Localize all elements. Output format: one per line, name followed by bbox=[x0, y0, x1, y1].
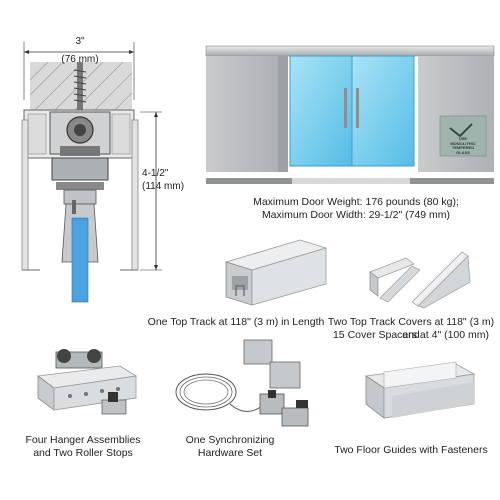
sync-caption-line2: Hardware Set bbox=[197, 447, 263, 459]
logo-line: GLASS bbox=[456, 149, 470, 155]
hanger-caption-line2: and Two Roller Stops bbox=[33, 447, 133, 459]
width-dimension-metric: (76 mm) bbox=[61, 54, 99, 65]
top-track-caption: One Top Track at 118" (3 m) in Length bbox=[147, 316, 325, 328]
logo-line: USE bbox=[458, 136, 468, 141]
width-dimension-label: 3" bbox=[75, 36, 85, 47]
height-dimension-label: 4-1/2" bbox=[142, 168, 169, 179]
height-dimension-metric: (114 mm) bbox=[142, 181, 185, 192]
door-width-text: Maximum Door Width: 29-1/2" (749 mm) bbox=[261, 209, 451, 221]
door-weight-text: Maximum Door Weight: 176 pounds (80 kg); bbox=[253, 196, 459, 208]
hanger-caption-line1: Four Hanger Assemblies bbox=[25, 434, 141, 446]
floor-guides-caption: Two Floor Guides with Fasteners bbox=[334, 444, 488, 456]
sync-caption-line1: One Synchronizing bbox=[185, 434, 275, 446]
logo-line: MONOLITHIC bbox=[450, 140, 476, 146]
track-covers-caption-line2: 15 Cover Spacers at 4" (100 mm) bbox=[332, 329, 490, 341]
logo-line: TEMPERED bbox=[451, 145, 475, 150]
track-covers-caption-line1: Two Top Track Covers at 118" (3 m) and bbox=[327, 316, 495, 341]
glass-logo-text: USE MONOLITHIC TEMPERED GLASS bbox=[440, 136, 486, 155]
